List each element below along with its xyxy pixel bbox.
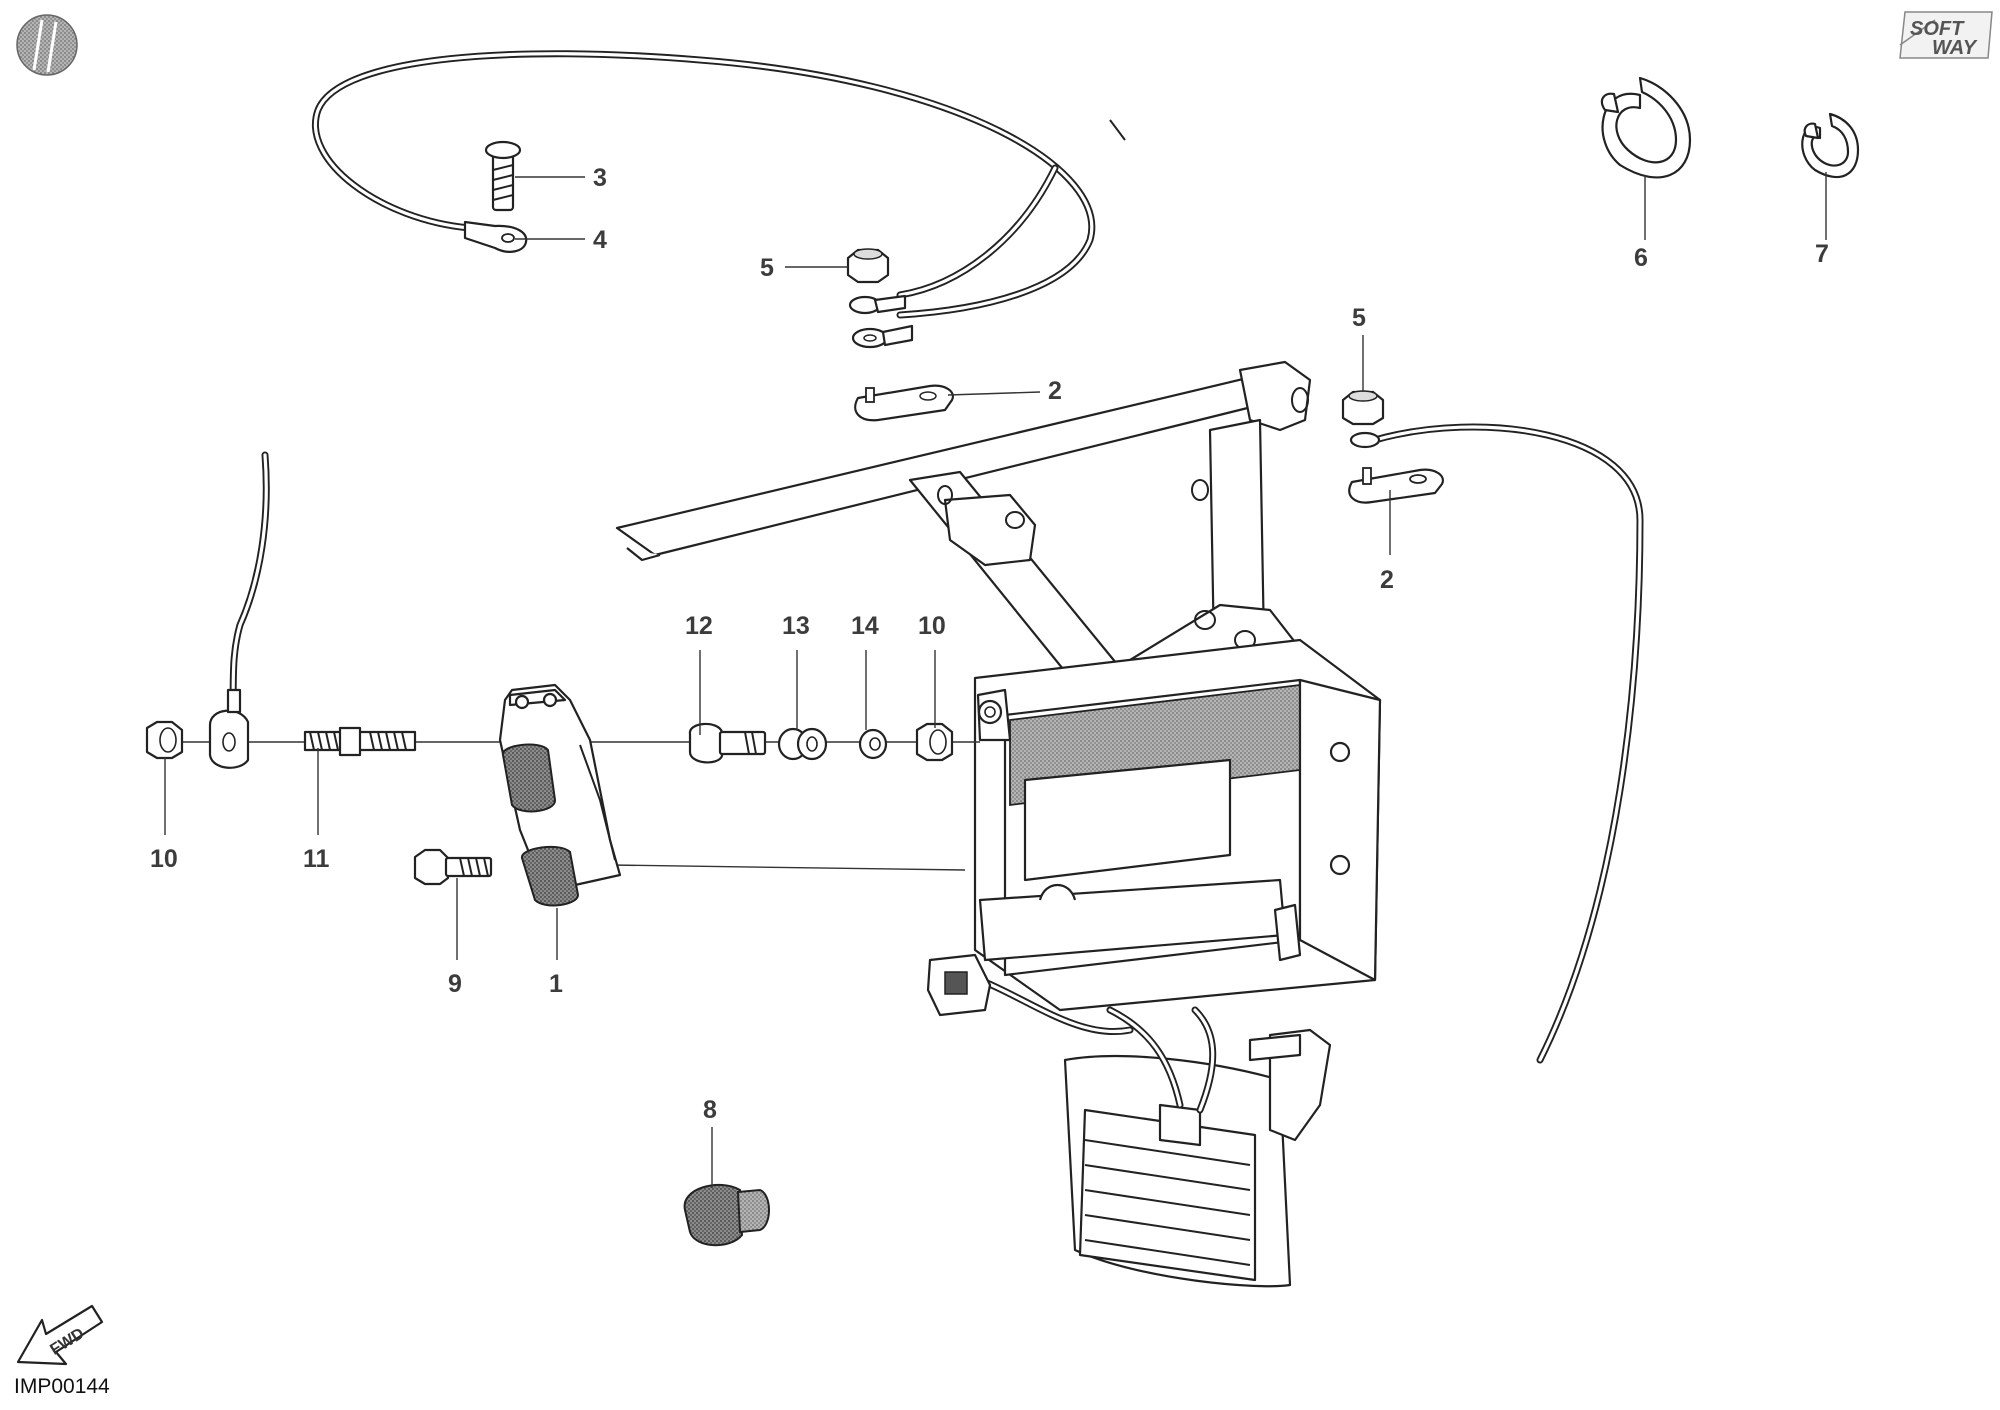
fwd-arrow-icon: FWD xyxy=(16,1304,104,1366)
ring-terminal-upper xyxy=(848,294,914,349)
circle-badge-icon xyxy=(16,14,78,76)
callout-12: 12 xyxy=(685,612,713,640)
frame-structure xyxy=(615,360,1342,717)
callout-14: 14 xyxy=(851,612,879,640)
callout-5-upper: 5 xyxy=(760,254,774,282)
washer-part-14 xyxy=(858,728,888,760)
callout-3: 3 xyxy=(593,164,607,192)
leader-lines xyxy=(164,172,1827,1188)
callout-11: 11 xyxy=(303,845,330,873)
bracket-part-2-upper xyxy=(854,384,954,422)
callout-9: 9 xyxy=(448,970,462,998)
logo-line2: WAY xyxy=(1932,37,1978,59)
rubber-plug-part-8 xyxy=(683,1183,770,1247)
callout-labels: 3 4 5 2 5 2 6 7 12 13 14 10 10 11 9 1 8 xyxy=(150,164,1829,1124)
callout-1: 1 xyxy=(549,970,563,998)
bracket-part-2-right xyxy=(1348,467,1444,504)
cable-clamp-part-6 xyxy=(1600,76,1692,179)
brand-logo: SOFT WAY xyxy=(1899,11,1993,59)
battery-box-assembly xyxy=(973,638,1382,1012)
callout-13: 13 xyxy=(782,612,810,640)
stud-part-11 xyxy=(303,726,417,757)
callout-10-right: 10 xyxy=(918,612,946,640)
nut-part-5-right xyxy=(1341,390,1385,426)
callout-2-right: 2 xyxy=(1380,566,1394,594)
ground-wire-left xyxy=(208,451,270,769)
nut-part-10-right xyxy=(915,722,954,762)
callout-2-upper: 2 xyxy=(1048,377,1062,405)
voltage-regulator-assembly xyxy=(926,953,1332,1288)
drawing-code: IMP00144 xyxy=(14,1375,110,1398)
cable-clamp-part-7 xyxy=(1801,112,1860,179)
ground-cable-right xyxy=(1349,423,1644,1064)
callout-7: 7 xyxy=(1815,240,1829,268)
ground-cable-top xyxy=(312,50,1126,319)
grommet-part-13 xyxy=(777,727,828,761)
logo-line1: SOFT xyxy=(1910,18,1965,40)
callout-6: 6 xyxy=(1634,244,1648,272)
screw-part-9 xyxy=(413,848,493,886)
nut-part-5-upper xyxy=(846,248,890,284)
callout-8: 8 xyxy=(703,1096,717,1124)
screw-part-3 xyxy=(484,140,522,212)
spacer-part-12 xyxy=(688,722,767,764)
nut-part-10-left xyxy=(145,720,184,760)
callout-10-left: 10 xyxy=(150,845,178,873)
callout-4: 4 xyxy=(593,226,607,254)
ecu-part-1 xyxy=(498,683,622,907)
callout-5-right: 5 xyxy=(1352,304,1366,332)
ring-terminal-part-4 xyxy=(463,220,528,253)
